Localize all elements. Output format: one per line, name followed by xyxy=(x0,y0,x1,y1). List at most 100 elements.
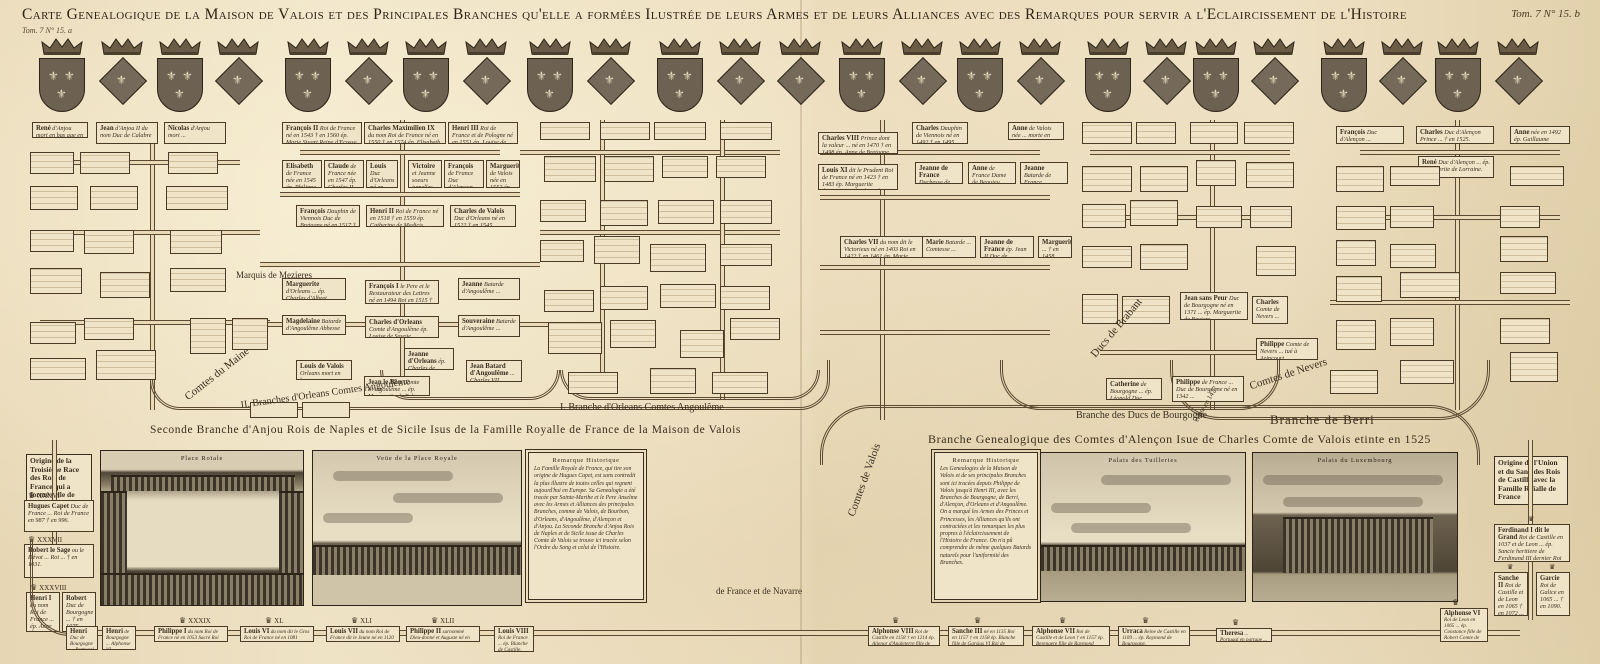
coat-of-arms: ⚜ xyxy=(894,36,950,116)
fleur-de-lis-icon: ⚜ xyxy=(1268,73,1279,87)
crown-icon xyxy=(101,38,143,55)
engraving-palais-tuilleries: Palais des Tuilleries xyxy=(1040,452,1246,602)
alencon-branch xyxy=(1330,300,1570,305)
coat-of-arms: ⚜ xyxy=(1490,36,1546,116)
crown-icon: ♛ xyxy=(265,616,273,625)
engraving-place-royale: Place Roïale xyxy=(100,450,304,606)
person-box: Louis VII du nom Roi de France dit le Je… xyxy=(326,626,400,642)
fleur-de-lis-icon: ⚜ xyxy=(362,73,373,87)
person-box xyxy=(30,268,82,294)
engraving-veue-place-royale: Veüe de la Place Royale xyxy=(312,450,522,606)
person-box xyxy=(1390,244,1436,268)
alencon-branch-banner: Branche Genealogique des Comtes d'Alenço… xyxy=(928,432,1431,446)
person-box: Charles de Valois Duc d'Orleans né en 15… xyxy=(450,205,516,227)
fleur-de-lis-icon: ⚜ xyxy=(1102,87,1113,101)
fleur-de-lis-icon: ⚜ xyxy=(1094,69,1105,83)
person-box xyxy=(168,152,218,174)
shield-icon xyxy=(839,58,885,112)
coat-of-arms: ⚜⚜⚜ xyxy=(1316,36,1372,116)
fleur-de-lis-icon: ⚜ xyxy=(966,69,977,83)
person-box xyxy=(1082,166,1132,192)
fleur-de-lis-icon: ⚜ xyxy=(536,69,547,83)
person-box xyxy=(96,350,156,380)
crown-icon xyxy=(1497,38,1539,55)
valois-branch xyxy=(260,262,540,267)
crown-icon: ♛ xyxy=(1507,563,1514,571)
main-branch xyxy=(820,150,1040,155)
crown-icon xyxy=(719,38,761,55)
cloud xyxy=(323,513,413,523)
orleans-branch xyxy=(520,150,780,155)
crown-icon: ♛ xyxy=(1528,515,1535,523)
numeral-text: XLII xyxy=(440,617,455,625)
crown-icon xyxy=(287,38,329,55)
shield-icon xyxy=(39,58,85,112)
person-box: Henri III Roi de France et de Pologne né… xyxy=(448,122,518,144)
person-box: François Dauphin de Viennois Duc de Bret… xyxy=(296,205,360,227)
person-box xyxy=(712,372,768,394)
crown-icon: ♛ xyxy=(974,616,982,625)
person-box xyxy=(100,272,150,298)
building-row xyxy=(101,491,127,575)
fleur-de-lis-icon: ⚜ xyxy=(674,87,685,101)
person-box: François Duc d'Alençon ... xyxy=(1336,126,1404,144)
person-box: Magdelaine Batarde d'Angoulême Abbesse .… xyxy=(282,315,346,335)
person-box xyxy=(84,230,134,254)
coat-of-arms: ⚜⚜⚜ xyxy=(1188,36,1244,116)
fleur-de-lis-icon: ⚜ xyxy=(310,69,321,83)
person-box: Anne de France Dame de Beaujeu ... xyxy=(968,162,1016,184)
empty-box xyxy=(250,402,298,418)
person-box xyxy=(1082,122,1132,144)
person-box xyxy=(166,186,228,210)
fleur-de-lis-icon: ⚜ xyxy=(174,87,185,101)
crown-icon xyxy=(1195,38,1237,55)
numeral-text: XXXVIII xyxy=(39,584,67,592)
person-box: Elisabeth de France née en 1545 ép. Phil… xyxy=(282,160,322,188)
person-box: Charles Duc d'Alençon Prince ... † en 15… xyxy=(1416,126,1494,144)
person-box: Louis XI dit le Prudent Roi de France né… xyxy=(818,164,898,190)
person-box: Sanche II Roi de Castille et de Leon en … xyxy=(1494,572,1528,616)
coats-of-arms-row: ⚜⚜⚜⚜⚜⚜⚜⚜⚜⚜⚜⚜⚜⚜⚜⚜⚜⚜⚜⚜⚜⚜⚜⚜⚜⚜⚜⚜⚜⚜⚜⚜⚜⚜⚜⚜⚜⚜⚜⚜… xyxy=(0,36,1600,116)
cloud xyxy=(1051,503,1151,513)
center-fold xyxy=(800,0,802,664)
person-box: François II Roi de France né en 1543 † e… xyxy=(282,122,362,144)
person-box: Jeanne d'Orleans ép. Charles de Coetivy … xyxy=(404,348,454,370)
person-box xyxy=(1336,240,1376,266)
engraving-palais-luxembourg: Palais du Luxembourg xyxy=(1252,452,1458,602)
person-box xyxy=(716,156,766,178)
crown-icon xyxy=(41,38,83,55)
person-box xyxy=(660,284,716,308)
person-box xyxy=(600,286,648,310)
crown-icon xyxy=(465,38,507,55)
regnal-numeral: ♛ xyxy=(1142,616,1151,625)
person-box xyxy=(170,268,226,292)
fleur-de-lis-icon: ⚜ xyxy=(1396,73,1407,87)
crown-icon: ♛ xyxy=(1232,618,1240,627)
shield-icon xyxy=(157,58,203,112)
fleur-de-lis-icon: ⚜ xyxy=(116,73,127,87)
person-box: Charles VIII Prince dont la valeur ... n… xyxy=(818,132,898,154)
coat-of-arms: ⚜⚜⚜ xyxy=(1430,36,1486,116)
person-box: Souveraine Batarde d'Angoulême ... xyxy=(458,315,520,337)
person-box xyxy=(30,358,86,380)
cloud xyxy=(1263,475,1443,485)
crown-icon: ♛ xyxy=(1059,616,1067,625)
regnal-numeral: ♛XXXVIII xyxy=(30,583,66,592)
fleur-de-lis-icon: ⚜ xyxy=(1346,69,1357,83)
person-box: Hugues Capet Duc de France ... Roi de Fr… xyxy=(24,500,94,532)
fleur-de-lis-icon: ⚜ xyxy=(420,87,431,101)
person-box xyxy=(1196,206,1242,228)
coat-of-arms: ⚜ xyxy=(94,36,150,116)
person-box xyxy=(1130,200,1178,226)
fleur-de-lis-icon: ⚜ xyxy=(1512,73,1523,87)
coat-of-arms: ⚜ xyxy=(210,36,266,116)
person-box: Jeanne Batarde de France ... xyxy=(1020,162,1068,184)
person-box: Sanche III né en 1135 Roi en 1157 † en 1… xyxy=(948,626,1024,646)
building-row xyxy=(1041,545,1245,571)
person-box: Louis VIII Roi de France ... ép. Blanche… xyxy=(494,626,534,652)
person-box: Alphonse VII Roi de Castille et de Leon … xyxy=(1032,626,1110,646)
main-branch xyxy=(820,195,1050,200)
person-box xyxy=(1400,272,1460,298)
anjou-branch xyxy=(60,230,260,235)
person-box xyxy=(1336,166,1384,192)
